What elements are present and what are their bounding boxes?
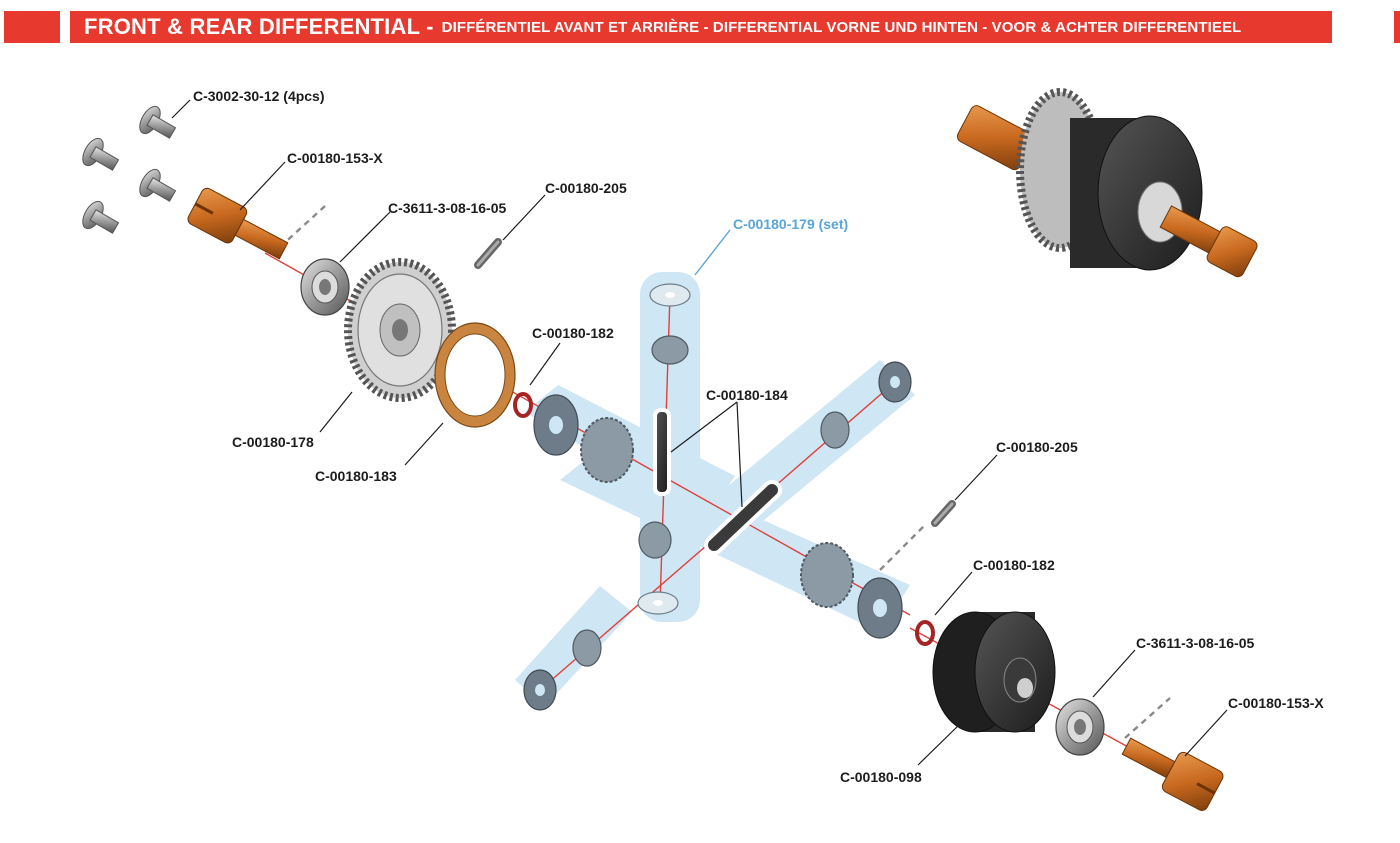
label-screws: C-3002-30-12 (4pcs) <box>193 88 325 104</box>
leader-lines <box>171 99 1228 766</box>
label-cross-pins: C-00180-184 <box>706 387 788 403</box>
assembled-differential <box>956 88 1258 278</box>
part-labels: C-3002-30-12 (4pcs) C-00180-153-X C-3611… <box>193 88 1324 785</box>
label-ring-gear: C-00180-178 <box>232 434 314 450</box>
label-gear-set: C-00180-179 (set) <box>733 216 848 232</box>
bearing-right <box>1055 698 1105 756</box>
outdrive-left <box>187 187 289 260</box>
cross-pins <box>653 408 782 555</box>
label-outdrive-left: C-00180-153-X <box>287 150 383 166</box>
label-bearing-right: C-3611-3-08-16-05 <box>1136 635 1255 651</box>
label-gasket: C-00180-183 <box>315 468 397 484</box>
pin-left <box>474 238 502 269</box>
header-bar: FRONT & REAR DIFFERENTIAL - DIFFÉRENTIEL… <box>70 11 1332 43</box>
label-bearing-left: C-3611-3-08-16-05 <box>388 200 507 216</box>
ring-gear <box>344 258 456 402</box>
diff-case <box>932 611 1056 733</box>
header-right-accent <box>1394 11 1400 43</box>
gasket <box>434 322 516 428</box>
bearing-left <box>300 258 350 316</box>
label-o-ring-left: C-00180-182 <box>532 325 614 341</box>
screws <box>82 105 177 234</box>
label-outdrive-right: C-00180-153-X <box>1228 695 1324 711</box>
header-subtitle: DIFFÉRENTIEL AVANT ET ARRIÈRE - DIFFEREN… <box>441 18 1242 36</box>
label-pin-right: C-00180-205 <box>996 439 1078 455</box>
label-diff-case: C-00180-098 <box>840 769 922 785</box>
label-pin-left: C-00180-205 <box>545 180 627 196</box>
gear-set-parts <box>523 283 912 711</box>
o-ring-left <box>513 392 533 418</box>
o-ring-right <box>915 620 935 646</box>
header-title: FRONT & REAR DIFFERENTIAL - <box>84 14 434 39</box>
outdrive-right <box>1121 737 1224 811</box>
pin-right <box>931 500 956 527</box>
label-o-ring-right: C-00180-182 <box>973 557 1055 573</box>
header-left-accent <box>4 11 60 43</box>
